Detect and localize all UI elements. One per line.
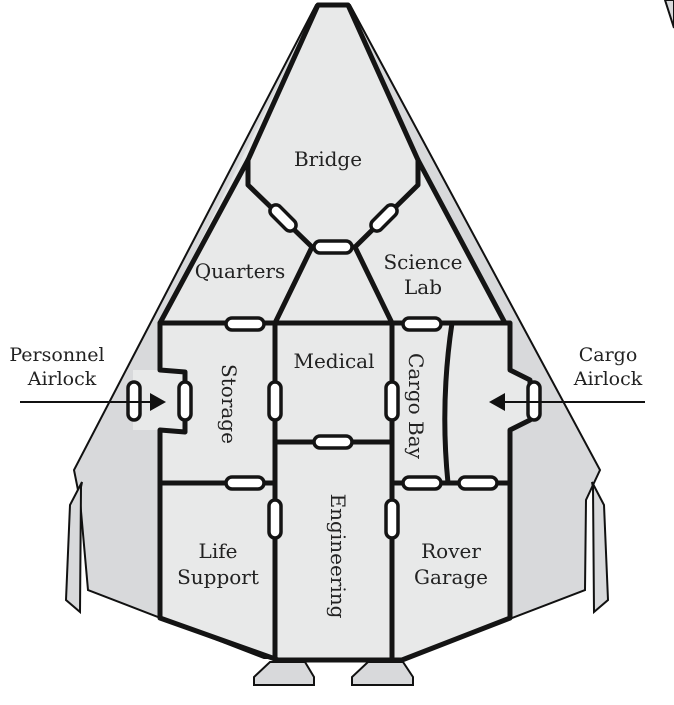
right-thruster	[351, 661, 414, 686]
room-label-storage: Storage	[217, 364, 241, 444]
door-lifesupport-engineering[interactable]	[267, 498, 283, 540]
door-bridge-science[interactable]	[368, 202, 399, 233]
door-engineering-rover[interactable]	[384, 498, 400, 540]
room-label-science-line2: Lab	[404, 275, 442, 299]
callout-personnel-line1: Personnel	[9, 344, 104, 366]
door-bridge-medical[interactable]	[312, 239, 354, 255]
corner-hull-fragment	[663, 0, 674, 29]
arrowhead-icon	[150, 393, 166, 411]
door-cargo-partition[interactable]	[457, 475, 499, 491]
room-label-bridge: Bridge	[294, 147, 362, 171]
room-label-rover-line1: Rover	[421, 539, 481, 563]
room-label-quarters: Quarters	[195, 259, 285, 283]
science-wall	[352, 244, 395, 326]
personnel-airlock-arrow	[20, 393, 166, 411]
door-storage-medical[interactable]	[267, 380, 283, 422]
interior-floor	[133, 5, 530, 660]
door-cargo-rover[interactable]	[401, 475, 443, 491]
room-label-medical: Medical	[293, 349, 374, 373]
callout-personnel-line2: Airlock	[27, 368, 97, 390]
door-storage-lifesupport[interactable]	[224, 475, 266, 491]
room-label-engineering: Engineering	[326, 494, 350, 619]
arrowhead-icon	[489, 393, 505, 411]
door-personnel-airlock-inner[interactable]	[177, 380, 193, 422]
left-wing-fin	[64, 481, 83, 615]
room-label-life-line1: Life	[199, 539, 238, 563]
door-medical-cargo[interactable]	[384, 380, 400, 422]
cargo-partition	[442, 320, 455, 486]
door-bridge-quarters[interactable]	[267, 202, 298, 233]
door-science-cargo[interactable]	[401, 316, 443, 332]
quarters-wall	[272, 244, 315, 326]
door-quarters-storage[interactable]	[224, 316, 266, 332]
room-label-cargo-bay: Cargo Bay	[404, 353, 428, 460]
right-wing-fin	[591, 481, 610, 615]
room-label-rover-line2: Garage	[414, 565, 488, 589]
room-label-life-line2: Support	[177, 565, 259, 589]
room-label-science-line1: Science	[383, 250, 462, 274]
door-medical-engineering[interactable]	[312, 434, 354, 450]
callout-cargo-line1: Cargo	[579, 344, 638, 366]
cargo-airlock-arrow	[489, 393, 645, 411]
left-thruster	[253, 661, 315, 686]
callout-cargo-line2: Airlock	[573, 368, 643, 390]
